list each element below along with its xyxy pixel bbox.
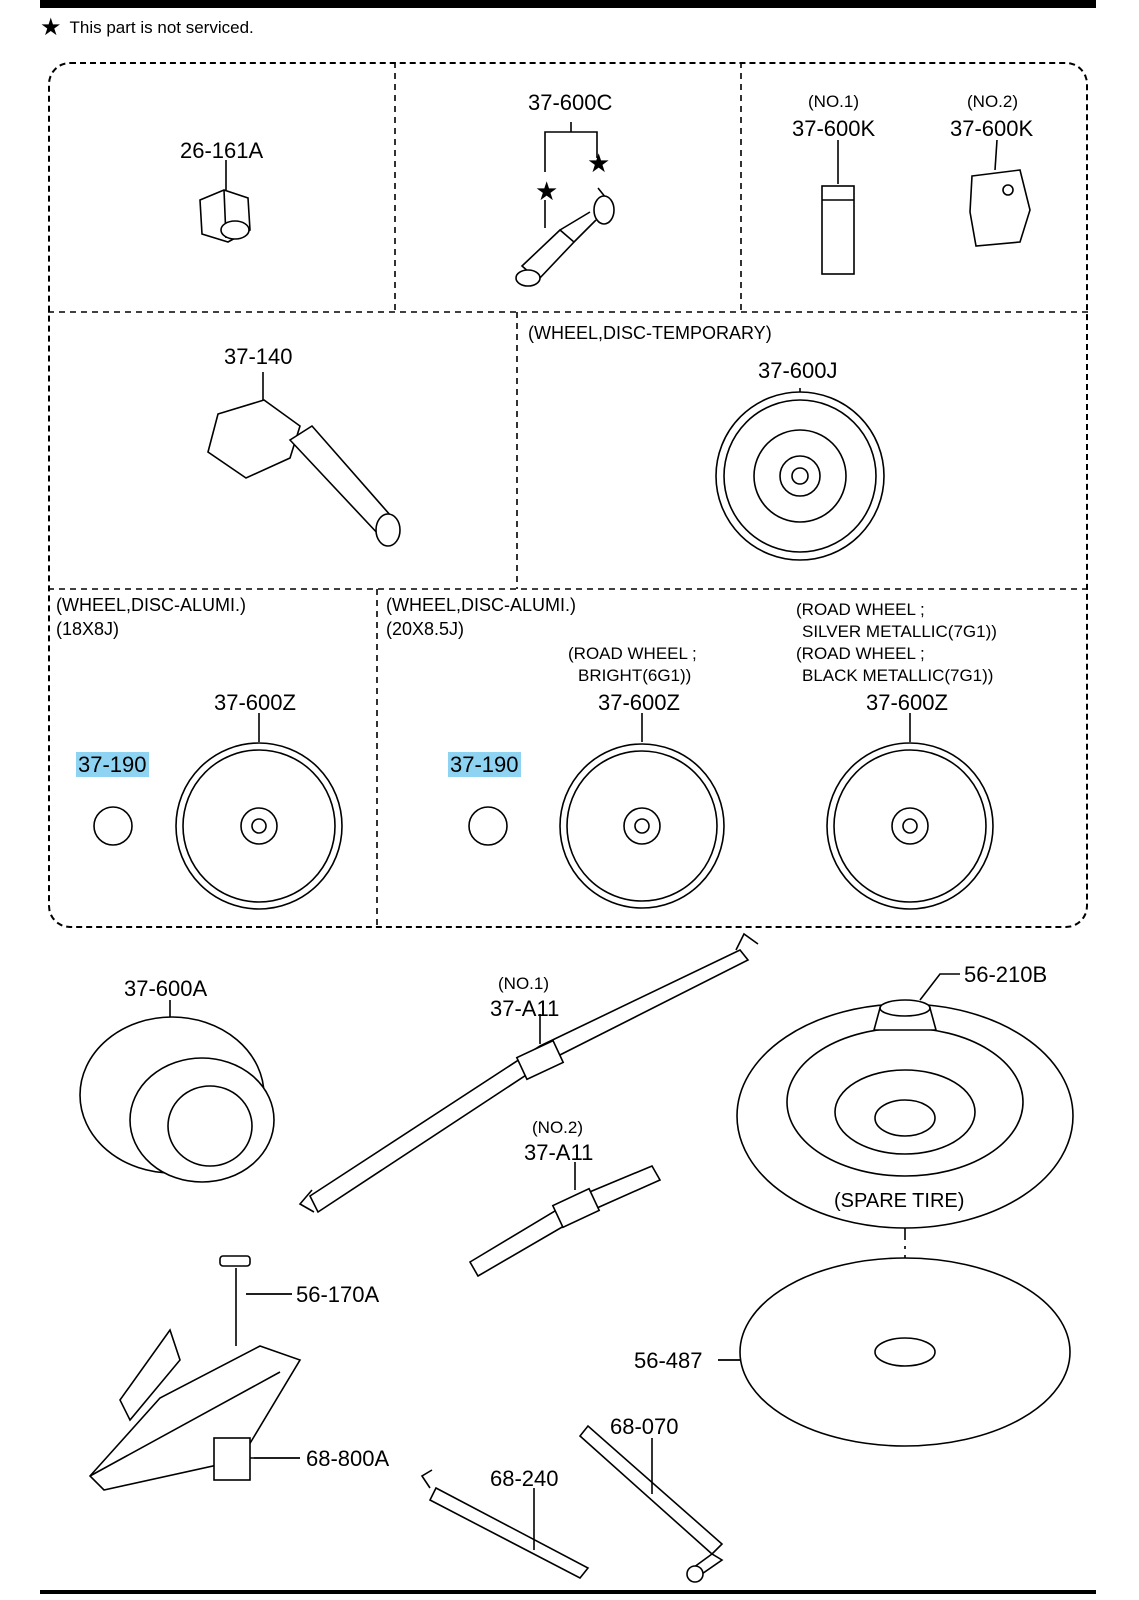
panel-dividers	[48, 62, 1088, 928]
part-56-487: 56-487	[634, 1348, 703, 1373]
part-37-A11-no2: 37-A11	[524, 1140, 594, 1165]
temporary-wheel-heading: (WHEEL,DISC-TEMPORARY)	[528, 323, 772, 343]
alloy-wheel-18-icon	[175, 713, 343, 910]
top-rule	[40, 0, 1096, 8]
part-37-190-20: 37-190	[448, 752, 521, 777]
part-37-600K-no2: 37-600K	[950, 116, 1034, 141]
spare-tray-icon	[718, 1257, 1071, 1447]
star-icon: ★	[40, 14, 62, 41]
silver-line1: (ROAD WHEEL ;	[796, 600, 925, 619]
valve-stem-icon	[515, 122, 615, 287]
alloy-wheel-metallic-icon	[826, 713, 994, 910]
center-cap-18-icon	[93, 806, 133, 846]
part-37-600C: 37-600C	[528, 90, 613, 115]
part-37-600Z-bright: 37-600Z	[598, 690, 680, 715]
part-37-190-18: 37-190	[76, 752, 149, 777]
part-37-600K-no1: 37-600K	[792, 116, 876, 141]
alumi20-size: (20X8.5J)	[386, 619, 465, 639]
part-37-600Z-metallic: 37-600Z	[866, 690, 948, 715]
lug-wrench-icon	[578, 1424, 724, 1583]
black-line2: BLACK METALLIC(7G1))	[802, 666, 994, 685]
part-37-600Z-18: 37-600Z	[214, 690, 296, 715]
part-68-070: 68-070	[610, 1414, 679, 1439]
part-68-800A: 68-800A	[306, 1446, 390, 1471]
part-68-240: 68-240	[490, 1466, 559, 1491]
bottom-rule	[40, 1590, 1096, 1594]
part-56-210B: 56-210B	[964, 962, 1048, 987]
center-cap-20-icon	[468, 806, 508, 846]
strap-no2-tag: (NO.2)	[532, 1118, 583, 1137]
weight-no2-tag: (NO.2)	[967, 92, 1018, 111]
tire-icon	[79, 1000, 275, 1183]
strap-no1-tag: (NO.1)	[498, 974, 549, 993]
alumi18-heading: (WHEEL,DISC-ALUMI.)	[56, 595, 247, 615]
part-37-600A: 37-600A	[124, 976, 208, 1001]
cargo-strap-short-icon	[468, 1162, 662, 1278]
spare-tire-label: (SPARE TIRE)	[834, 1190, 965, 1212]
part-37-600J: 37-600J	[758, 358, 838, 383]
star-icon: ★	[587, 149, 610, 179]
part-37-140: 37-140	[224, 344, 293, 369]
jack-icon	[88, 1255, 302, 1491]
cargo-strap-icon	[298, 932, 759, 1214]
part-26-161A: 26-161A	[180, 138, 264, 163]
black-line1: (ROAD WHEEL ;	[796, 644, 925, 663]
alumi20-heading: (WHEEL,DISC-ALUMI.)	[386, 595, 577, 615]
jack-handle-icon	[420, 1469, 590, 1580]
tpms-sensor-icon	[207, 372, 401, 547]
silver-line2: SILVER METALLIC(7G1))	[802, 622, 997, 641]
lug-nut-icon	[199, 160, 251, 243]
alloy-wheel-bright-icon	[559, 713, 725, 909]
legend-note: ★ This part is not serviced.	[40, 14, 254, 41]
parts-frame	[48, 62, 1088, 928]
part-56-170A: 56-170A	[296, 1282, 380, 1307]
weight-no1-tag: (NO.1)	[808, 92, 859, 111]
bright-line2: BRIGHT(6G1))	[578, 666, 692, 685]
balance-weight-icon	[821, 139, 1031, 275]
part-37-A11-no1: 37-A11	[490, 996, 560, 1021]
legend-text: This part is not serviced.	[69, 18, 254, 37]
bright-line1: (ROAD WHEEL ;	[568, 644, 697, 663]
alumi18-size: (18X8J)	[56, 619, 120, 639]
temporary-wheel-icon	[715, 388, 885, 561]
star-icon: ★	[535, 177, 558, 207]
